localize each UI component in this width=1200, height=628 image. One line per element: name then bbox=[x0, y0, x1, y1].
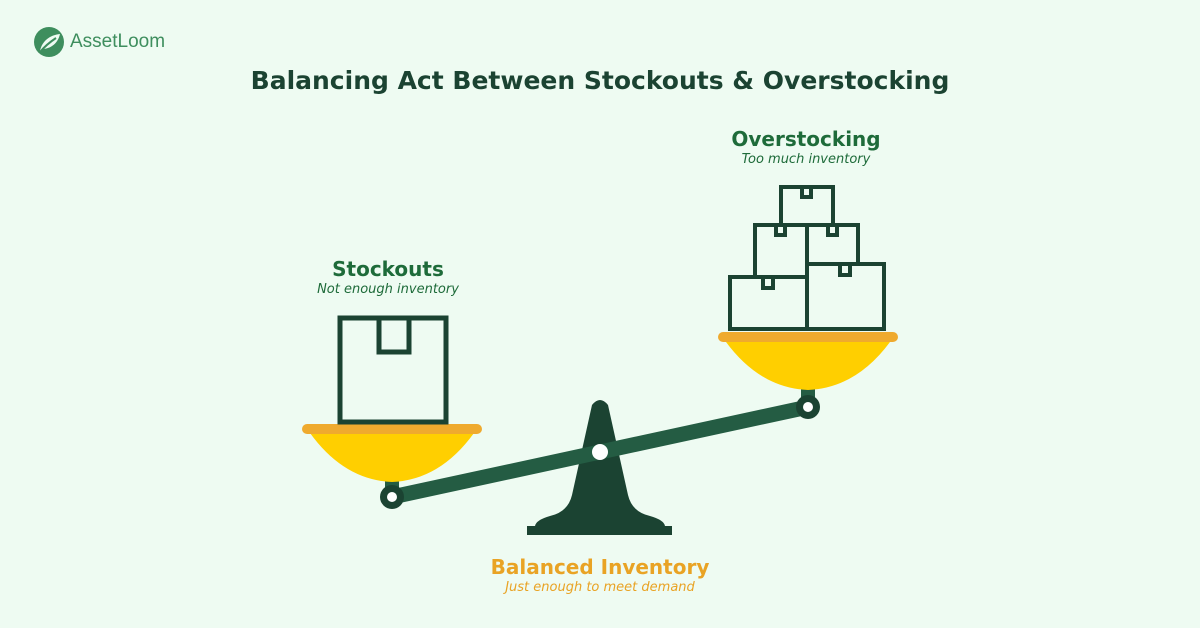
box-icon bbox=[337, 315, 449, 425]
left-pan bbox=[302, 424, 482, 492]
stockouts-heading: Stockouts bbox=[332, 257, 444, 281]
balanced-heading: Balanced Inventory bbox=[490, 555, 710, 579]
overstocking-heading: Overstocking bbox=[731, 127, 881, 151]
balanced-subtitle: Just enough to meet demand bbox=[505, 580, 695, 595]
pivot bbox=[592, 444, 608, 460]
overstocking-subtitle: Too much inventory bbox=[741, 152, 871, 167]
box-stack-icon bbox=[728, 185, 886, 331]
balanced-label: Balanced Inventory Just enough to meet d… bbox=[450, 555, 750, 595]
scale-stand bbox=[527, 400, 672, 535]
brand-logo[interactable]: AssetLoom bbox=[34, 27, 165, 57]
page-title: Balancing Act Between Stockouts & Overst… bbox=[250, 66, 950, 95]
leaf-icon bbox=[34, 27, 64, 57]
stockouts-subtitle: Not enough inventory bbox=[317, 282, 459, 297]
stockouts-label: Stockouts Not enough inventory bbox=[238, 257, 538, 297]
brand-name: AssetLoom bbox=[70, 31, 166, 52]
right-pan bbox=[718, 332, 898, 402]
overstocking-label: Overstocking Too much inventory bbox=[656, 127, 956, 167]
